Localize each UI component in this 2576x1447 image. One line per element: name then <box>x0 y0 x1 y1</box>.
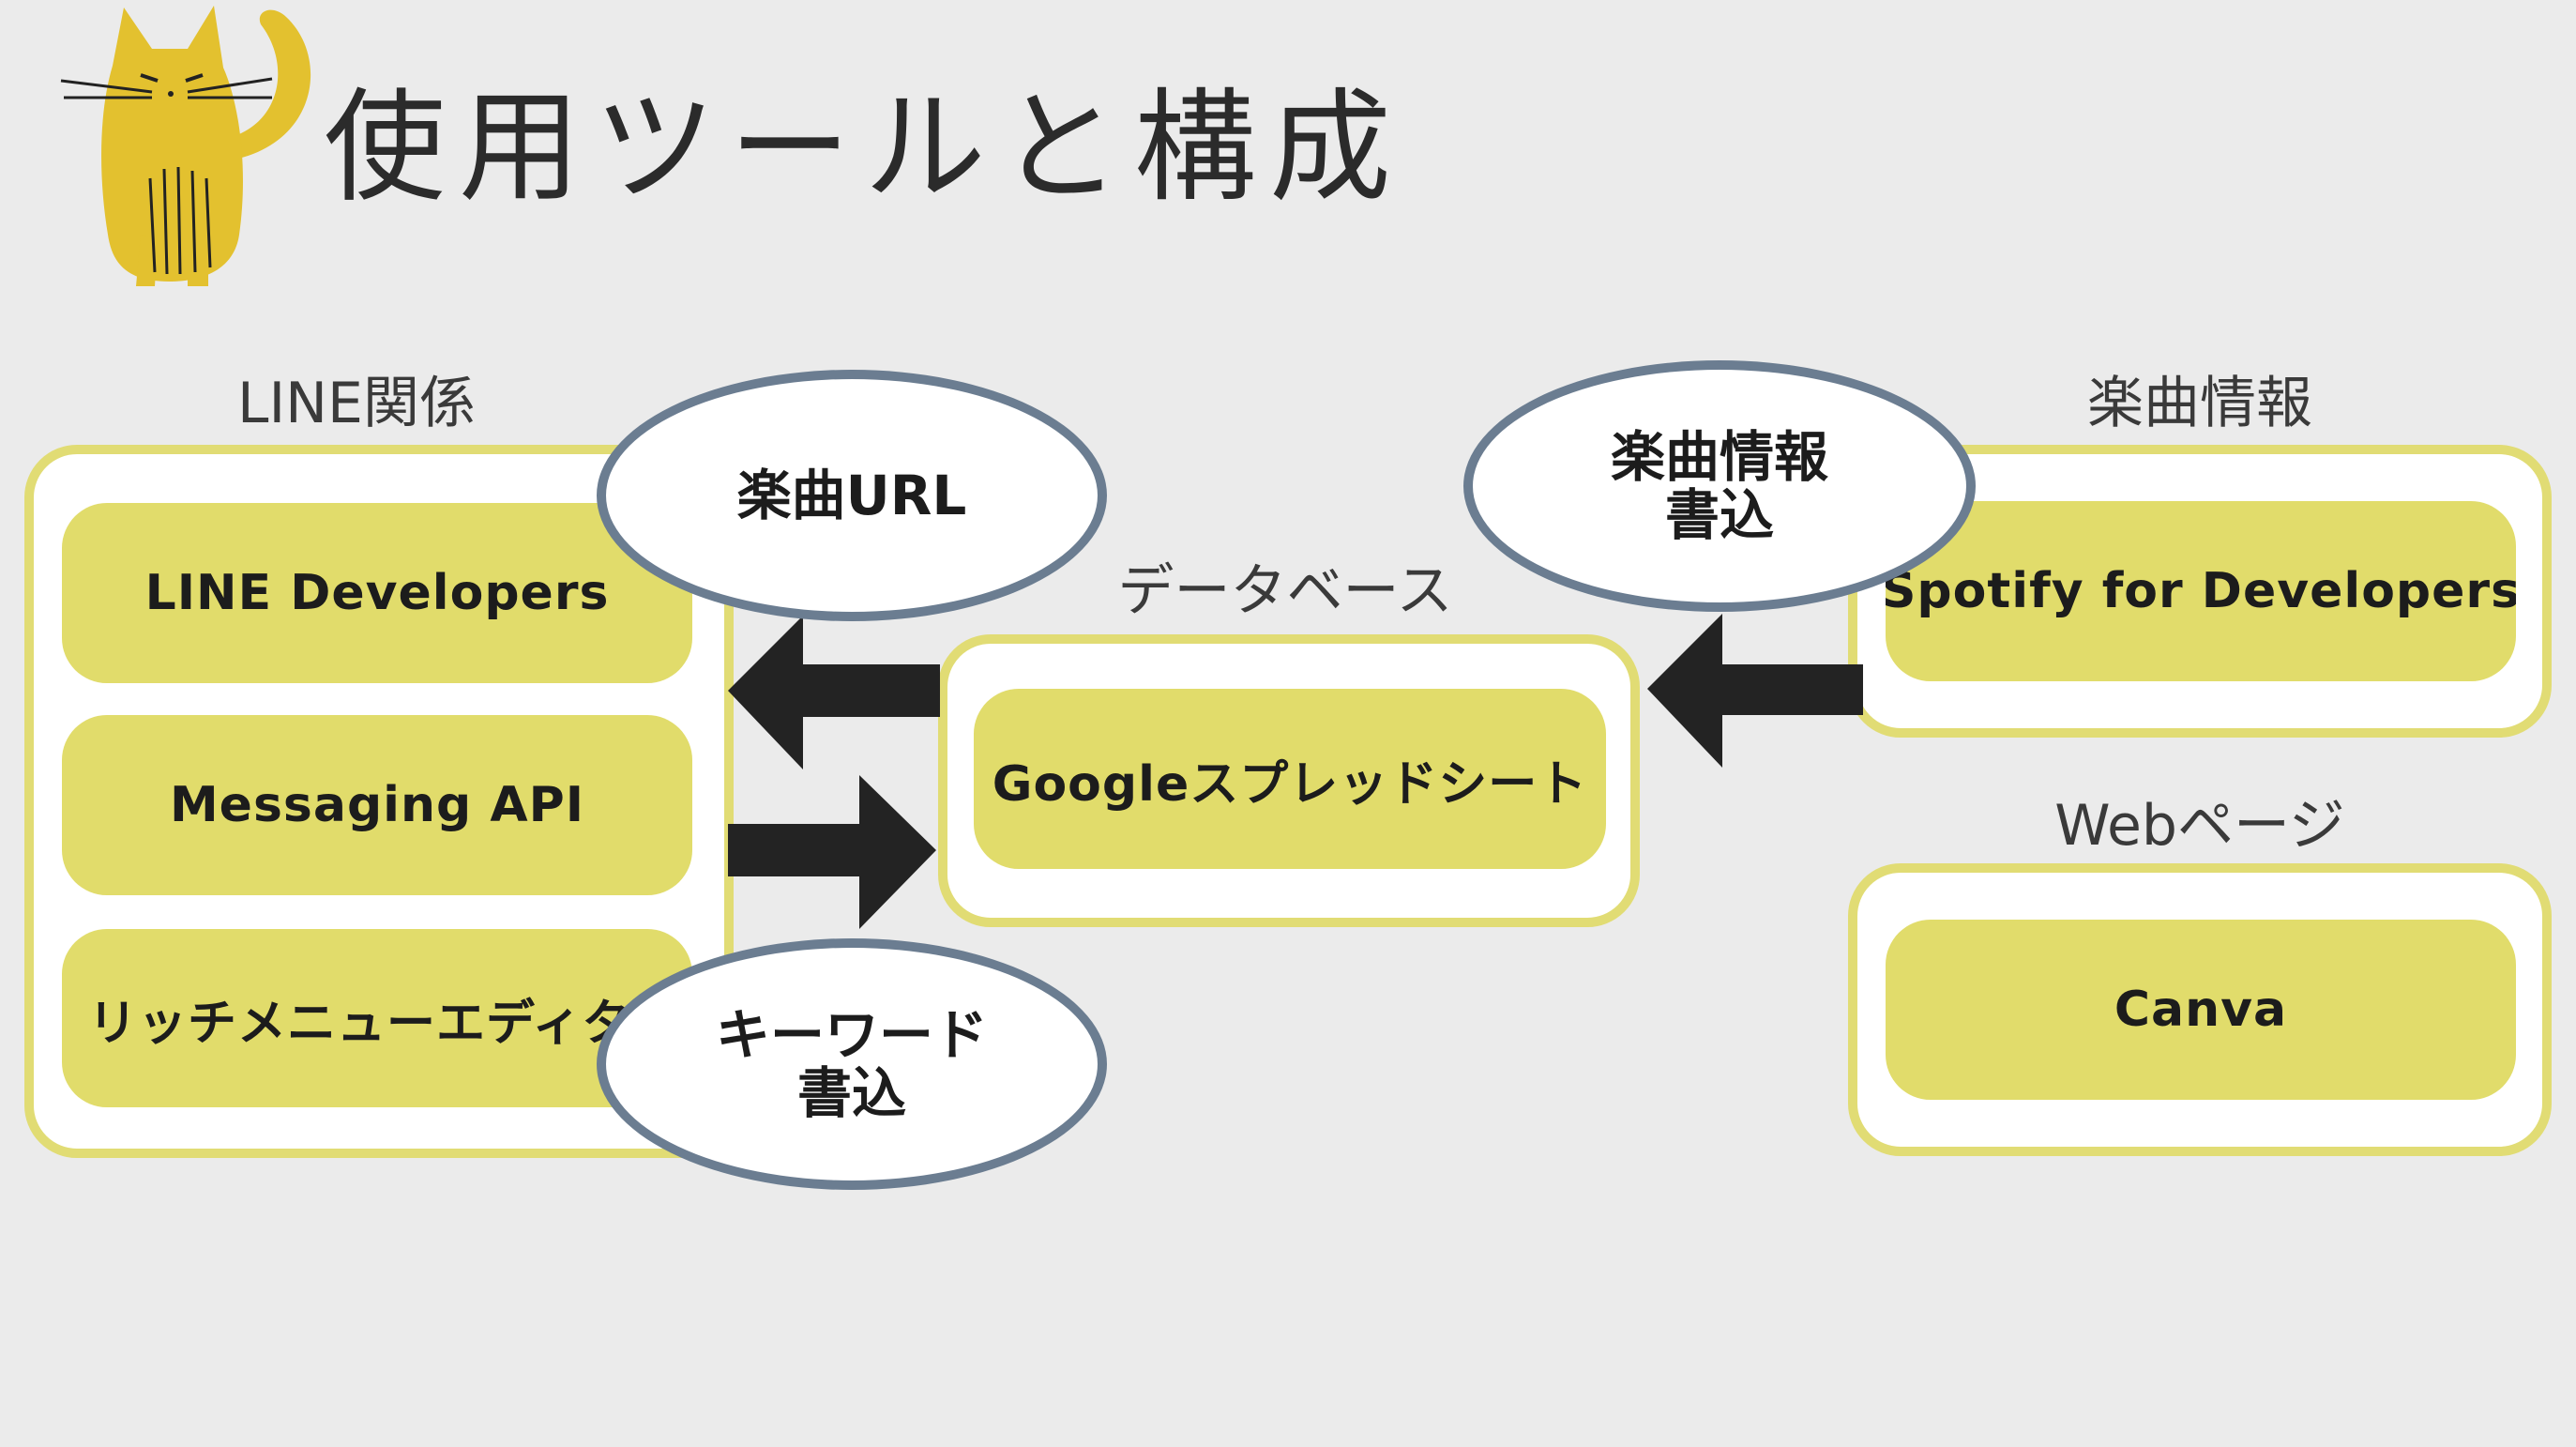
rich-menu-editor-label: リッチメニューエディター <box>88 995 682 1052</box>
canva-label: Canva <box>2114 982 2288 1038</box>
keyword-write-ellipse: キーワード 書込 <box>597 938 1107 1190</box>
google-sheets-label: Googleスプレッドシート <box>992 755 1588 813</box>
line-group-label: LINE関係 <box>237 371 476 436</box>
music-info-write-label-1: 楽曲情報 <box>1610 425 1828 489</box>
music-group-label: 楽曲情報 <box>2087 371 2312 436</box>
music-info-write-ellipse: 楽曲情報 書込 <box>1463 360 1976 612</box>
keyword-write-label-2: 書込 <box>796 1061 906 1125</box>
spotify-pill: Spotify for Developers <box>1886 501 2516 681</box>
messaging-api-label: Messaging API <box>169 777 585 833</box>
google-sheets-pill: Googleスプレッドシート <box>974 689 1606 869</box>
database-group-label: データベース <box>1117 558 1453 624</box>
cat-logo-icon <box>60 6 311 286</box>
arrow-left-icon <box>1647 614 1863 768</box>
arrow-right-icon <box>728 775 936 929</box>
line-developers-pill: LINE Developers <box>62 503 692 683</box>
canva-pill: Canva <box>1886 920 2516 1100</box>
web-group-label: Webページ <box>2054 793 2345 859</box>
spotify-label: Spotify for Developers <box>1886 563 2516 619</box>
arrow-left-icon <box>728 616 940 769</box>
music-info-write-label-2: 書込 <box>1664 483 1774 547</box>
rich-menu-editor-pill: リッチメニューエディター <box>62 929 692 1107</box>
keyword-write-label-1: キーワード <box>715 1003 988 1067</box>
line-developers-label: LINE Developers <box>144 565 610 621</box>
music-url-ellipse: 楽曲URL <box>597 370 1107 621</box>
page-title: 使用ツールと構成 <box>324 76 1405 219</box>
music-url-label: 楽曲URL <box>736 464 967 527</box>
messaging-api-pill: Messaging API <box>62 715 692 895</box>
